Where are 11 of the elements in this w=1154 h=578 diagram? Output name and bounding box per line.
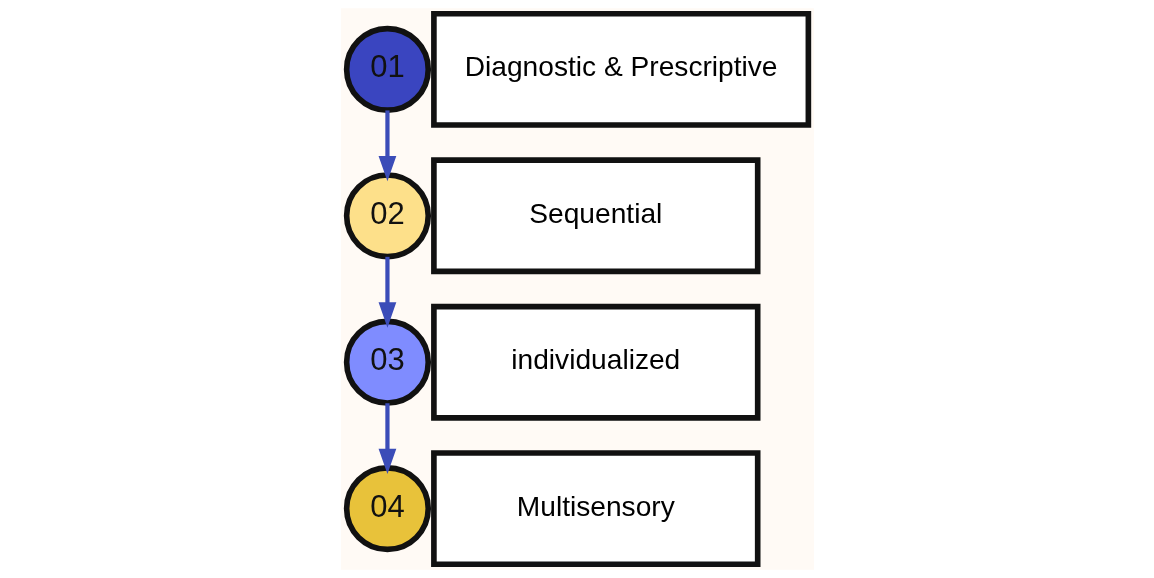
arrow [378,110,396,182]
node-box: Sequential [430,157,760,275]
node-box: Multisensory [430,450,760,568]
node-circle: 04 [343,465,431,553]
node-circle: 02 [343,172,431,260]
arrow [378,403,396,475]
node-box: Diagnostic & Prescriptive [430,10,811,128]
arrow [378,256,396,328]
node-box: individualized [430,303,760,421]
node-circle: 01 [343,25,431,113]
node-circle: 03 [343,318,431,406]
